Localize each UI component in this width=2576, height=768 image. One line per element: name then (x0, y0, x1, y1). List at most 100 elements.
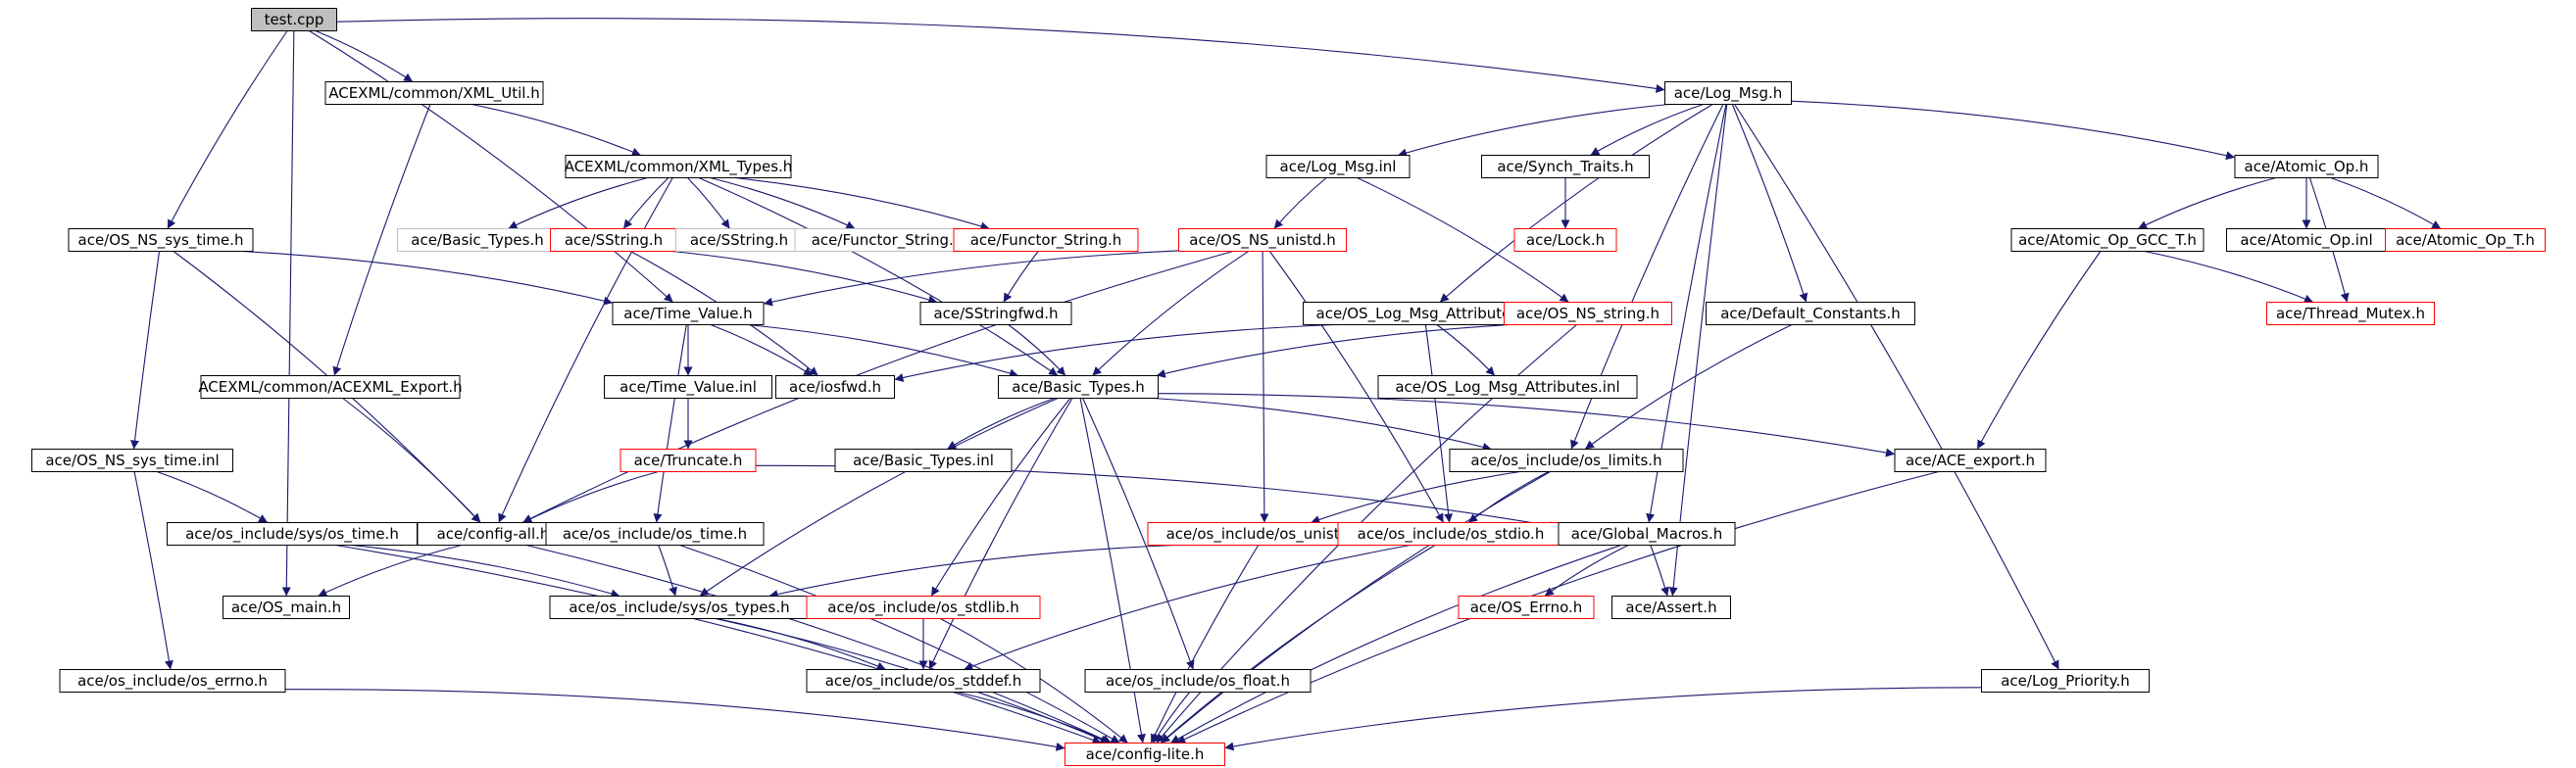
edge-log_msg-to-log_priority (1734, 104, 2059, 670)
edge-time_value-to-os_time (653, 324, 687, 523)
node-label: test.cpp (265, 11, 324, 28)
edge-os_stdio-to-os_stddef (964, 544, 1411, 671)
edge-acexml_types-to-basic_types (698, 176, 1059, 376)
node-time-value[interactable]: ace/Time_Value.h (612, 302, 765, 325)
node-label: ace/os_include/sys/os_types.h (569, 599, 789, 617)
edge-acexml_types-to-basic_types_ext (508, 176, 648, 229)
node-box (1178, 228, 1347, 252)
node-os-main[interactable]: ace/OS_main.h (223, 596, 350, 619)
node-global-macros[interactable]: ace/Global_Macros.h (1558, 522, 1736, 546)
node-atomic-op-inl[interactable]: ace/Atomic_Op.inl (2226, 228, 2387, 252)
node-sys-os-types[interactable]: ace/os_include/sys/os_types.h (549, 596, 810, 619)
node-os-stddef[interactable]: ace/os_include/os_stddef.h (806, 669, 1041, 693)
node-atomic-op[interactable]: ace/Atomic_Op.h (2234, 155, 2379, 178)
node-time-value-inl[interactable]: ace/Time_Value.inl (604, 375, 772, 399)
edge-global_macros-to-os_errno_ace (1544, 545, 1629, 597)
node-os-errno[interactable]: ace/os_include/os_errno.h (59, 669, 286, 693)
edge-basic_types-to-os_stddef (928, 398, 1073, 670)
edge-os_ns_sys_time-to-os_ns_sys_time_inl (130, 251, 161, 450)
edge-acexml_util-to-acexml_export (332, 104, 431, 376)
node-box (2234, 155, 2379, 178)
edge-log_msg_inl-to-os_ns_unistd (1273, 177, 1327, 229)
edge-default_constants-to-os_limits (1584, 324, 1793, 450)
node-log-priority[interactable]: ace/Log_Priority.h (1981, 669, 2150, 693)
node-label: ace/Basic_Types.inl (853, 452, 994, 470)
node-os-ns-sys-time[interactable]: ace/OS_NS_sys_time.h (68, 228, 254, 252)
node-test-cpp[interactable]: test.cpp (251, 8, 337, 31)
node-sstring-ext[interactable]: ace/SString.h (675, 228, 803, 252)
node-functor-string-ext[interactable]: ace/Functor_String.h (794, 228, 980, 252)
edge-acexml_types-to-functor_string_ext (710, 176, 856, 229)
node-box (1084, 669, 1312, 693)
node-basic-types[interactable]: ace/Basic_Types.h (998, 375, 1159, 399)
node-log-msg[interactable]: ace/Log_Msg.h (1664, 81, 1792, 105)
edge-sys_os_time-to-config_lite (335, 544, 1102, 744)
node-config-lite[interactable]: ace/config-lite.h (1065, 743, 1225, 766)
node-label: ace/OS_Log_Msg_Attributes.h (1316, 305, 1533, 323)
node-label: ace/Log_Priority.h (2001, 672, 2130, 691)
node-os-ns-unistd[interactable]: ace/OS_NS_unistd.h (1178, 228, 1347, 252)
node-log-msg-inl[interactable]: ace/Log_Msg.inl (1265, 155, 1411, 178)
node-label: ace/iosfwd.h (789, 378, 881, 396)
node-label: ace/os_include/os_unistd.h (1166, 525, 1363, 544)
node-label: ace/Default_Constants.h (1720, 305, 1901, 323)
node-thread-mutex[interactable]: ace/Thread_Mutex.h (2266, 302, 2435, 325)
node-atomic-op-t[interactable]: ace/Atomic_Op_T.h (2385, 228, 2546, 252)
node-functor-string[interactable]: ace/Functor_String.h (953, 228, 1139, 252)
node-os-unistd[interactable]: ace/os_include/os_unistd.h (1147, 522, 1382, 546)
node-acexml-types[interactable]: ACEXML/common/XML_Types.h (565, 155, 793, 178)
node-box (68, 228, 254, 252)
node-synch-traits[interactable]: ace/Synch_Traits.h (1481, 155, 1650, 178)
node-default-constants[interactable]: ace/Default_Constants.h (1706, 302, 1915, 325)
node-iosfwd[interactable]: ace/iosfwd.h (775, 375, 895, 399)
node-ace-export[interactable]: ace/ACE_export.h (1894, 449, 2047, 472)
edge-test_cpp-to-acexml_util (315, 29, 414, 82)
node-box (1504, 302, 1672, 325)
node-label: ace/Functor_String.h (970, 231, 1122, 250)
edge-acexml_types-to-sstring_ext (687, 177, 730, 229)
node-lock[interactable]: ace/Lock.h (1513, 228, 1617, 252)
node-basic-types-ext[interactable]: ace/Basic_Types.h (397, 228, 558, 252)
node-os-limits[interactable]: ace/os_include/os_limits.h (1449, 449, 1684, 472)
edge-os_ns_sys_time-to-time_value (241, 250, 614, 306)
node-acexml-export[interactable]: ACEXML/common/ACEXML_Export.h (198, 375, 463, 399)
edge-os_float-to-config_lite (1152, 692, 1191, 744)
node-box (775, 375, 895, 399)
node-label: ace/OS_NS_unistd.h (1189, 231, 1335, 250)
edge-os_limits-to-os_unistd (1311, 470, 1520, 524)
node-label: ace/SString.h (565, 231, 663, 249)
node-box (1458, 596, 1595, 619)
edge-config_all-to-config_lite (525, 544, 1113, 744)
node-atomic-op-gcc[interactable]: ace/Atomic_Op_GCC_T.h (2010, 228, 2204, 252)
node-os-ns-sys-time-inl[interactable]: ace/OS_NS_sys_time.inl (31, 449, 233, 472)
node-label: ace/Basic_Types.h (411, 231, 543, 250)
node-os-stdio[interactable]: ace/os_include/os_stdio.h (1337, 522, 1564, 546)
node-os-errno-ace[interactable]: ace/OS_Errno.h (1458, 596, 1595, 619)
node-label: ace/ACE_export.h (1906, 452, 2035, 470)
node-acexml-util[interactable]: ACEXML/common/XML_Util.h (324, 81, 544, 105)
node-os-ns-string[interactable]: ace/OS_NS_string.h (1504, 302, 1672, 325)
node-assert[interactable]: ace/Assert.h (1611, 596, 1731, 619)
node-basic-types-inl[interactable]: ace/Basic_Types.inl (834, 449, 1013, 472)
edge-os_limits-to-os_stdio (1467, 471, 1550, 523)
edge-basic_types-to-basic_types_inl (946, 397, 1055, 450)
node-os-log-msg-attr-inl[interactable]: ace/OS_Log_Msg_Attributes.inl (1377, 375, 1638, 399)
edge-acexml_types-to-functor_string (734, 176, 990, 231)
edge-sstringfwd-to-basic_types (1008, 324, 1066, 376)
node-truncate[interactable]: ace/Truncate.h (619, 449, 757, 472)
node-config-all[interactable]: ace/config-all.h (417, 522, 570, 546)
node-os-stdlib[interactable]: ace/os_include/os_stdlib.h (806, 596, 1041, 619)
edge-time_value-to-iosfwd (710, 323, 814, 376)
node-sstring[interactable]: ace/SString.h (550, 228, 677, 252)
edge-log_msg_inl-to-os_ns_string (1357, 177, 1569, 303)
edge-os_log_msg_attr-to-iosfwd (894, 323, 1334, 382)
node-os-time[interactable]: ace/os_include/os_time.h (545, 522, 765, 546)
node-sstringfwd[interactable]: ace/SStringfwd.h (919, 302, 1072, 325)
node-label: ace/os_include/os_limits.h (1470, 452, 1661, 470)
node-label: ace/OS_NS_string.h (1516, 305, 1660, 323)
node-sys-os-time[interactable]: ace/os_include/sys/os_time.h (167, 522, 418, 546)
node-label: ace/OS_NS_sys_time.inl (45, 452, 219, 470)
node-os-float[interactable]: ace/os_include/os_float.h (1084, 669, 1312, 693)
edge-acexml_util-to-acexml_types (471, 103, 642, 157)
